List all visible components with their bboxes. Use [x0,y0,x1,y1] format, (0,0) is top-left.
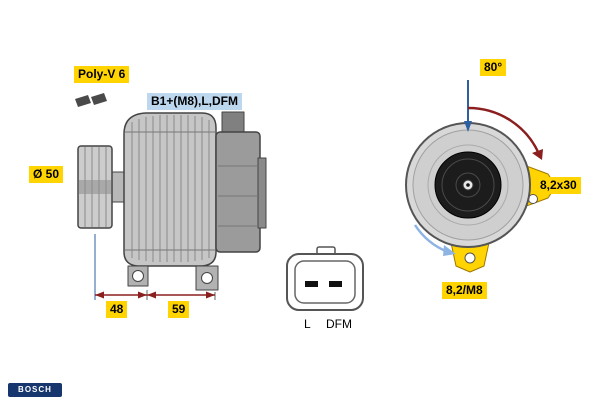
belt-type-label: Poly-V 6 [74,66,130,83]
pulley-side [77,145,113,229]
mounting-angle-label: 80° [480,59,507,76]
connector-pin-dfm-label: DFM [326,317,352,331]
connector-plug [286,246,364,311]
pulley-diameter-label: Ø 50 [29,166,64,183]
terminals-label: B1+(M8),L,DFM [147,93,242,110]
pin-l [305,281,318,287]
connector-pin-l-label: L [304,317,311,331]
dimension-48-label: 48 [106,301,128,318]
bosch-logo: BOSCH [8,383,62,397]
pin-dfm [329,281,342,287]
pulley-front [434,151,502,219]
centerline-arrow [464,80,472,132]
slot-size-label: 8,2x30 [536,177,581,194]
dimension-59-label: 59 [168,301,190,318]
alternator-front-view [405,80,557,273]
mounting-lugs [127,265,219,291]
dimension-lines [94,234,216,300]
alternator-side-view [75,93,267,300]
angle-arc-arrow [467,106,543,160]
belt-profile-icon [75,93,107,107]
rear-housing [215,111,267,253]
hole-size-label: 8,2/M8 [442,282,487,299]
dimension-arrowheads [95,291,215,299]
rotation-direction-arrow [413,224,456,256]
front-bracket [123,112,217,267]
